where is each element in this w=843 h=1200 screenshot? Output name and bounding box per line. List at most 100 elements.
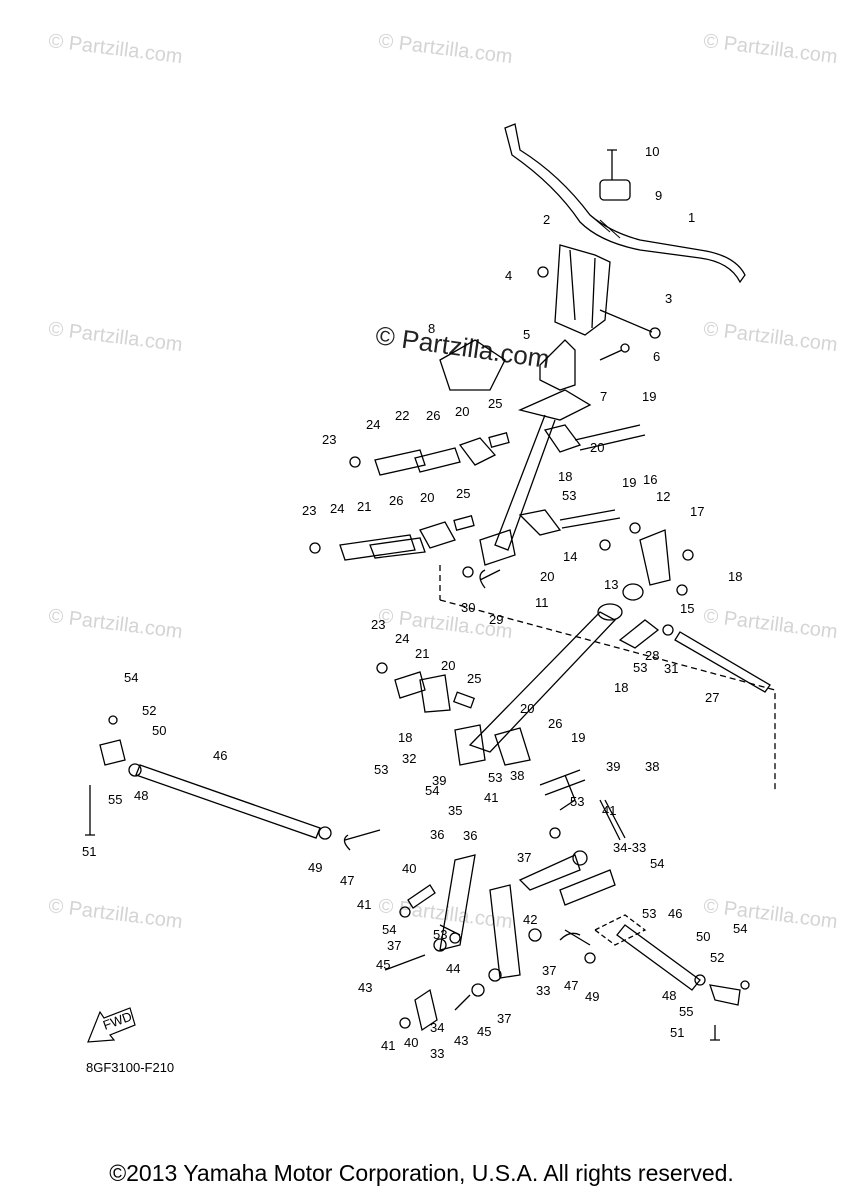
callout: 18 <box>728 569 742 584</box>
relay-rod <box>468 611 617 753</box>
callout: 18 <box>558 469 572 484</box>
callout: 9 <box>655 188 662 203</box>
callout: 18 <box>614 680 628 695</box>
callout: 34 <box>430 1020 444 1035</box>
callout: 11 <box>535 595 549 610</box>
callout: 39 <box>606 759 620 774</box>
callout: 26 <box>389 493 403 508</box>
callout: 47 <box>340 873 354 888</box>
callout: 32 <box>402 751 416 766</box>
callout: 28 <box>645 648 659 663</box>
callout: 20 <box>441 658 455 673</box>
callout: 23 <box>302 503 316 518</box>
callout: 20 <box>520 701 534 716</box>
callout: 17 <box>690 504 704 519</box>
callout: 6 <box>653 349 660 364</box>
callout: 26 <box>548 716 562 731</box>
callout: 53 <box>633 660 647 675</box>
callout: 4 <box>505 268 512 283</box>
callout: 12 <box>656 489 670 504</box>
steering-cover <box>439 339 506 391</box>
callout: 19 <box>622 475 636 490</box>
callout: 36 <box>430 827 444 842</box>
parts-drawing <box>85 123 776 1041</box>
callout: 24 <box>395 631 409 646</box>
callout: 20 <box>455 404 469 419</box>
callout: 41 <box>357 897 371 912</box>
callout: 33 <box>430 1046 444 1061</box>
callout: 27 <box>705 690 719 705</box>
callout: 20 <box>420 490 434 505</box>
callout: 34-33 <box>613 840 646 855</box>
callout: 46 <box>213 748 227 763</box>
callout: 25 <box>456 486 470 501</box>
callout: 13 <box>604 577 618 592</box>
callout: 54 <box>124 670 138 685</box>
callout: 53 <box>642 906 656 921</box>
callout: 40 <box>402 861 416 876</box>
callout: 42 <box>523 912 537 927</box>
callout: 16 <box>643 472 657 487</box>
callout: 18 <box>398 730 412 745</box>
callout-labels: 10 9 1 2 4 3 6 8 5 7 19 22 26 20 25 24 2… <box>82 144 747 1061</box>
callout: 3 <box>665 291 672 306</box>
callout: 21 <box>415 646 429 661</box>
copyright-notice: ©2013 Yamaha Motor Corporation, U.S.A. A… <box>109 1160 734 1186</box>
callout: 54 <box>733 921 747 936</box>
callout: 53 <box>570 794 584 809</box>
callout: 43 <box>358 980 372 995</box>
handlebar-clamp <box>599 179 631 201</box>
callout: 41 <box>381 1038 395 1053</box>
callout: 48 <box>134 788 148 803</box>
callout: 46 <box>668 906 682 921</box>
callout: 23 <box>322 432 336 447</box>
callout: 45 <box>376 957 390 972</box>
callout: 53 <box>562 488 576 503</box>
callout: 8 <box>428 321 435 336</box>
callout: 7 <box>600 389 607 404</box>
callout: 35 <box>448 803 462 818</box>
tie-rod-right-front <box>616 924 701 991</box>
callout: 24 <box>366 417 380 432</box>
callout: 53 <box>488 770 502 785</box>
callout: 41 <box>602 803 616 818</box>
callout: 43 <box>454 1033 468 1048</box>
callout: 37 <box>387 938 401 953</box>
knuckle-arm-right <box>489 884 521 979</box>
callout: 45 <box>477 1024 491 1039</box>
callout: 37 <box>517 850 531 865</box>
callout: 38 <box>510 768 524 783</box>
knuckle-arm-left <box>439 854 476 951</box>
callout: 37 <box>542 963 556 978</box>
callout: 54 <box>650 856 664 871</box>
callout: 24 <box>330 501 344 516</box>
callout: 29 <box>489 612 503 627</box>
callout: 2 <box>543 212 550 227</box>
tie-rod-right <box>674 631 771 693</box>
callout: 20 <box>590 440 604 455</box>
tie-rod-left <box>135 764 321 839</box>
callout: 51 <box>670 1025 684 1040</box>
callout: 50 <box>152 723 166 738</box>
callout: 55 <box>108 792 122 807</box>
callout: 19 <box>642 389 656 404</box>
callout: 38 <box>645 759 659 774</box>
callout: 48 <box>662 988 676 1003</box>
callout: 36 <box>463 828 477 843</box>
fwd-arrow: FWD <box>87 1007 136 1043</box>
callout: 39 <box>432 773 446 788</box>
callout: 49 <box>308 860 322 875</box>
callout: 21 <box>357 499 371 514</box>
callout: 5 <box>523 327 530 342</box>
callout: 14 <box>563 549 577 564</box>
callout: 1 <box>688 210 695 225</box>
callout: 53 <box>433 927 447 942</box>
diagram-code: 8GF3100-F210 <box>86 1060 175 1075</box>
callout: 52 <box>142 703 156 718</box>
callout: 37 <box>497 1011 511 1026</box>
callout: 10 <box>645 144 659 159</box>
callout: 47 <box>564 978 578 993</box>
callout: 44 <box>446 961 460 976</box>
callout: 33 <box>536 983 550 998</box>
